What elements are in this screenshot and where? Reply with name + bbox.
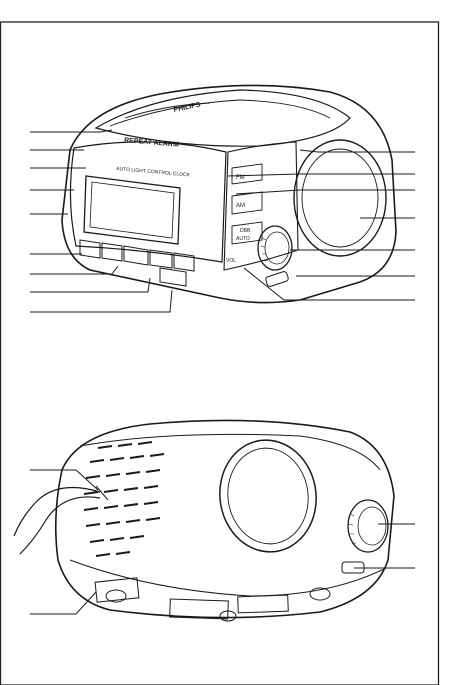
- control-buttons: [79, 239, 195, 287]
- rear-volume-knob: [347, 499, 389, 553]
- panel-label-vol: VOL: [226, 258, 236, 264]
- panel-label-am: AM: [236, 203, 245, 209]
- callout-line: [30, 289, 173, 313]
- callout-line: [30, 265, 119, 275]
- brand-label: PHILIPS: [173, 101, 201, 114]
- callout-line: [30, 591, 97, 615]
- rear-speaker: [219, 439, 317, 553]
- callout-line: [30, 277, 151, 293]
- display-caption: AUTO LIGHT CONTROL CLOCK: [116, 166, 191, 178]
- callout-line: [235, 189, 415, 195]
- callout-line: [243, 267, 415, 301]
- side-switch: [265, 271, 289, 287]
- callouts-top: [30, 129, 415, 313]
- page-frame: [0, 21, 440, 685]
- callout-line: [30, 129, 113, 133]
- panel-label-dbb: DBB: [240, 228, 251, 234]
- panel-label-fm: FM: [236, 175, 245, 181]
- radio-front-view: PHILIPS REPEAT ALARM AUTO LIGHT CONTROL …: [61, 84, 397, 304]
- radio-rear-view: [13, 419, 395, 622]
- callout-line: [227, 173, 415, 177]
- power-cord: [13, 486, 101, 537]
- panel-label-auto: AUTO: [236, 236, 250, 242]
- lid-label: REPEAT ALARM: [124, 137, 179, 149]
- callouts-bottom: [30, 469, 415, 615]
- lcd-display: [83, 175, 181, 245]
- ventilation-slots: [83, 441, 165, 557]
- callout-line: [30, 469, 99, 491]
- callout-line: [299, 149, 415, 153]
- volume-knob: [257, 225, 293, 271]
- speaker-grille: [293, 139, 387, 257]
